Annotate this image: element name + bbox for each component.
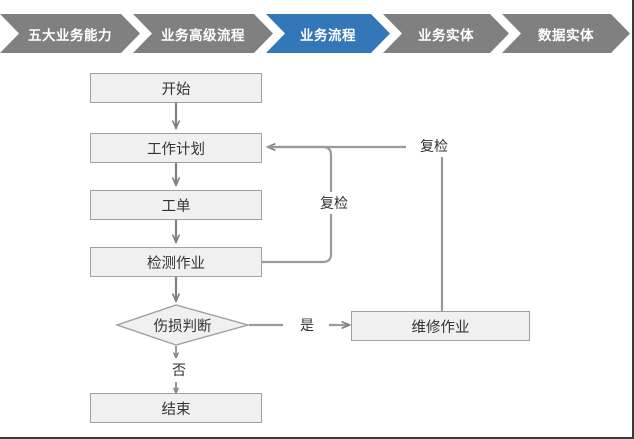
breadcrumb-step-4-label: 业务实体 (418, 27, 474, 43)
breadcrumb-step-2-label: 业务高级流程 (161, 27, 245, 43)
node-start[interactable]: 开始 (90, 73, 262, 103)
node-work-plan[interactable]: 工作计划 (90, 133, 262, 163)
edge-label-yes: 是 (285, 314, 329, 336)
breadcrumb-step-3-active[interactable]: 业务流程 (266, 14, 390, 53)
node-repair-label: 维修作业 (411, 319, 470, 336)
breadcrumb-step-1[interactable]: 五大业务能力 (0, 14, 140, 53)
node-work-order-label: 工单 (161, 198, 191, 215)
node-repair[interactable]: 维修作业 (351, 311, 530, 341)
node-start-label: 开始 (161, 81, 191, 98)
breadcrumb-step-4[interactable]: 业务实体 (383, 14, 509, 53)
node-work-plan-label: 工作计划 (147, 141, 205, 158)
process-breadcrumb: 五大业务能力 业务高级流程 业务流程 业务实体 数据实体 (0, 14, 630, 53)
decision-diamond-judge (114, 304, 251, 346)
node-inspection-label: 检测作业 (147, 255, 205, 272)
breadcrumb-step-5-label: 数据实体 (538, 27, 594, 43)
breadcrumb-step-5[interactable]: 数据实体 (502, 14, 630, 53)
breadcrumb-step-3-label: 业务流程 (300, 27, 356, 43)
node-end-label: 结束 (161, 401, 191, 418)
edge-label-no: 否 (158, 358, 200, 382)
edge-repair-to-plan-recheck (268, 145, 444, 311)
node-work-order[interactable]: 工单 (90, 190, 262, 220)
node-end[interactable]: 结束 (90, 393, 262, 423)
breadcrumb-step-1-label: 五大业务能力 (28, 27, 112, 43)
node-damage-judgement-label: 伤损判断 (153, 318, 212, 335)
edge-label-repair-recheck: 复检 (406, 135, 462, 157)
breadcrumb-step-2[interactable]: 业务高级流程 (133, 14, 273, 53)
flowchart: 开始 工作计划 工单 检测作业 伤损判断 维修作业 结束 复检 复检 是 否 (0, 56, 634, 439)
edge-label-inspect-recheck: 复检 (310, 192, 358, 214)
node-inspection[interactable]: 检测作业 (90, 247, 262, 277)
